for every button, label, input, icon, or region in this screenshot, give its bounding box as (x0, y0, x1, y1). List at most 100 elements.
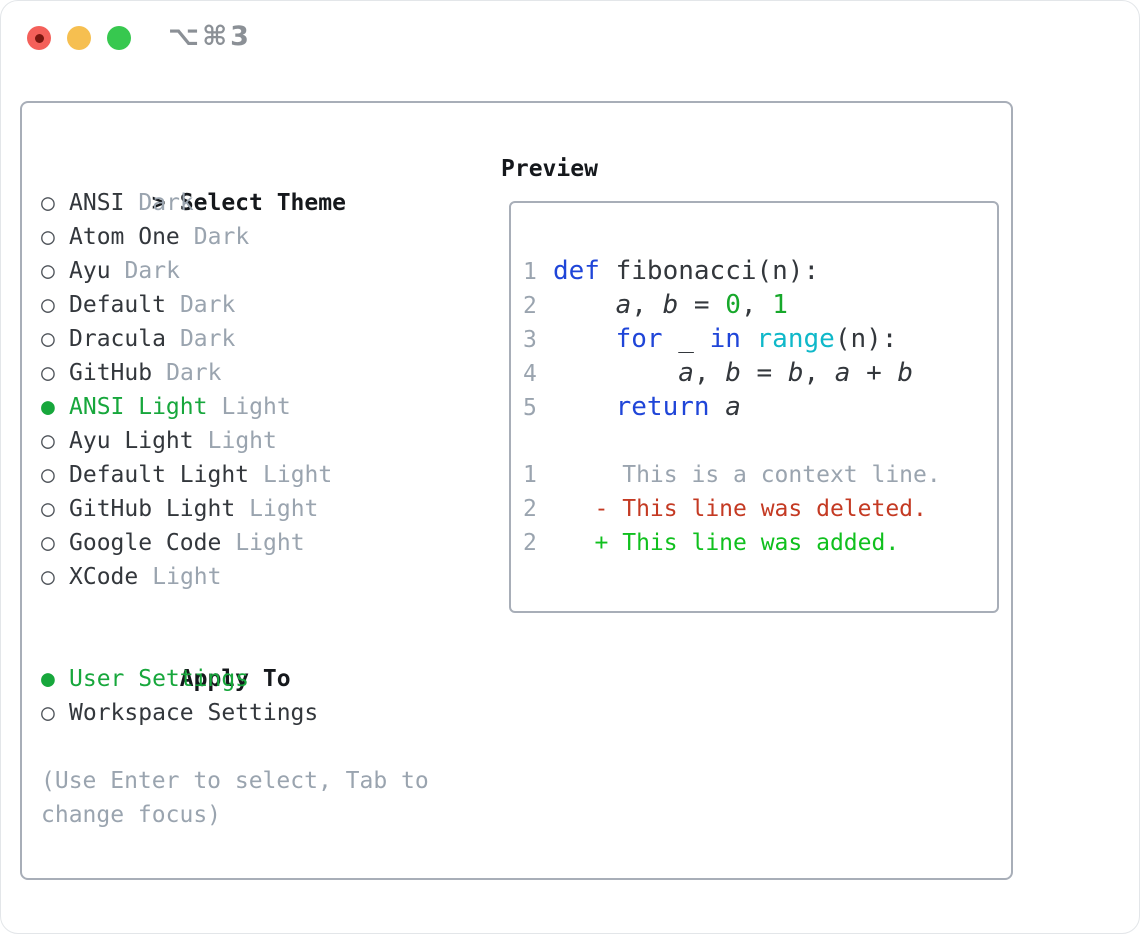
theme-variant-label: Dark (166, 360, 222, 386)
code-line-3: 3 for _ in range(n): (523, 322, 997, 356)
apply-to-title: Apply To (179, 666, 291, 692)
code-line-4: 4 a, b = b, a + b (523, 356, 997, 390)
radio-unselected-icon: ○ (41, 326, 55, 352)
spacer (41, 594, 491, 628)
theme-option-atom-one[interactable]: ○ Atom One Dark (41, 220, 491, 254)
radio-unselected-icon: ○ (41, 224, 55, 250)
code-text: def fibonacci(n): (553, 256, 820, 286)
diff-text: + This line was added. (553, 530, 900, 556)
code-line-2: 2 a, b = 0, 1 (523, 288, 997, 322)
option-label: Atom One (69, 224, 180, 250)
traffic-lights (27, 26, 131, 50)
theme-option-default[interactable]: ○ Default Dark (41, 288, 491, 322)
line-number: 2 (523, 293, 537, 319)
hint-line-1: (Use Enter to select, Tab to (41, 768, 429, 794)
spacer (41, 730, 491, 764)
zoom-button[interactable] (107, 26, 131, 50)
blank-line (523, 424, 997, 458)
theme-variant-label: Light (152, 564, 222, 590)
theme-option-xcode[interactable]: ○ XCode Light (41, 560, 491, 594)
theme-variant-label: Dark (193, 224, 250, 250)
code-text: return a (615, 392, 741, 422)
line-number: 1 (523, 462, 537, 488)
option-label: XCode (69, 564, 139, 590)
apply-to-header: Apply To (41, 628, 491, 692)
line-number: 3 (523, 327, 537, 353)
theme-option-ansi[interactable]: ○ ANSI Dark (41, 186, 491, 220)
apply-option-user-settings[interactable]: ● User Settings (41, 662, 491, 696)
option-label: Workspace Settings (69, 700, 319, 726)
radio-unselected-icon: ○ (41, 700, 55, 726)
theme-variant-label: Light (207, 428, 277, 454)
select-theme-header: > Select Theme (41, 152, 491, 216)
close-button[interactable] (27, 26, 51, 50)
line-number: 2 (523, 530, 537, 556)
diff-text: This is a context line. (553, 462, 941, 488)
option-label: GitHub (69, 360, 153, 386)
line-number: 5 (523, 395, 537, 421)
code-text: a, b = b, a + b (678, 358, 914, 388)
hint-line-2: change focus) (41, 802, 222, 828)
code-line-1: 1 def fibonacci(n): (523, 254, 997, 288)
option-label: ANSI Light (69, 394, 208, 420)
radio-unselected-icon: ○ (41, 428, 55, 454)
theme-variant-label: Light (235, 530, 305, 556)
radio-selected-icon: ● (41, 666, 55, 692)
option-label: Ayu Light (69, 428, 194, 454)
option-label: User Settings (69, 666, 250, 692)
theme-variant-label: Dark (138, 190, 194, 216)
theme-variant-label: Dark (179, 292, 236, 318)
window-title: ⌥⌘3 (168, 21, 252, 52)
diff-line-context: 1 This is a context line. (523, 458, 997, 492)
diff-line-added: 2 + This line was added. (523, 526, 997, 560)
line-number: 1 (523, 259, 537, 285)
radio-unselected-icon: ○ (41, 530, 55, 556)
theme-option-ansi-light[interactable]: ● ANSI Light Light (41, 390, 491, 424)
radio-unselected-icon: ○ (41, 190, 55, 216)
theme-variant-label: Light (221, 394, 291, 420)
line-number: 4 (523, 361, 537, 387)
diff-text: - This line was deleted. (553, 496, 927, 522)
theme-option-ayu-light[interactable]: ○ Ayu Light Light (41, 424, 491, 458)
radio-unselected-icon: ○ (41, 360, 55, 386)
theme-variant-label: Dark (124, 258, 180, 284)
minimize-button[interactable] (67, 26, 91, 50)
radio-unselected-icon: ○ (41, 462, 55, 488)
theme-option-ayu[interactable]: ○ Ayu Dark (41, 254, 491, 288)
prompt-icon: > (151, 190, 166, 216)
option-label: ANSI (69, 190, 125, 216)
radio-selected-icon: ● (41, 394, 55, 420)
theme-variant-label: Dark (179, 326, 236, 352)
theme-variant-label: Light (263, 462, 333, 488)
apply-to-list: ● User Settings ○ Workspace Settings (41, 662, 491, 730)
option-label: Ayu (69, 258, 111, 284)
apply-option-workspace-settings[interactable]: ○ Workspace Settings (41, 696, 491, 730)
code-text: a, b = 0, 1 (615, 290, 788, 320)
line-number: 2 (523, 496, 537, 522)
radio-unselected-icon: ○ (41, 292, 55, 318)
diff-line-deleted: 2 - This line was deleted. (523, 492, 997, 526)
option-label: Dracula (69, 326, 166, 352)
radio-unselected-icon: ○ (41, 258, 55, 284)
radio-unselected-icon: ○ (41, 564, 55, 590)
theme-option-github[interactable]: ○ GitHub Dark (41, 356, 491, 390)
option-label: Google Code (69, 530, 222, 556)
option-label: GitHub Light (69, 496, 236, 522)
code-line-5: 5 return a (523, 390, 997, 424)
unsaved-changes-dot-icon (34, 33, 44, 43)
theme-variant-label: Light (249, 496, 319, 522)
code-text: for _ in range(n): (615, 324, 898, 354)
select-theme-title: Select Theme (179, 190, 346, 216)
theme-option-google-code[interactable]: ○ Google Code Light (41, 526, 491, 560)
preview-title: Preview (501, 156, 598, 182)
option-label: Default (69, 292, 166, 318)
theme-option-dracula[interactable]: ○ Dracula Dark (41, 322, 491, 356)
